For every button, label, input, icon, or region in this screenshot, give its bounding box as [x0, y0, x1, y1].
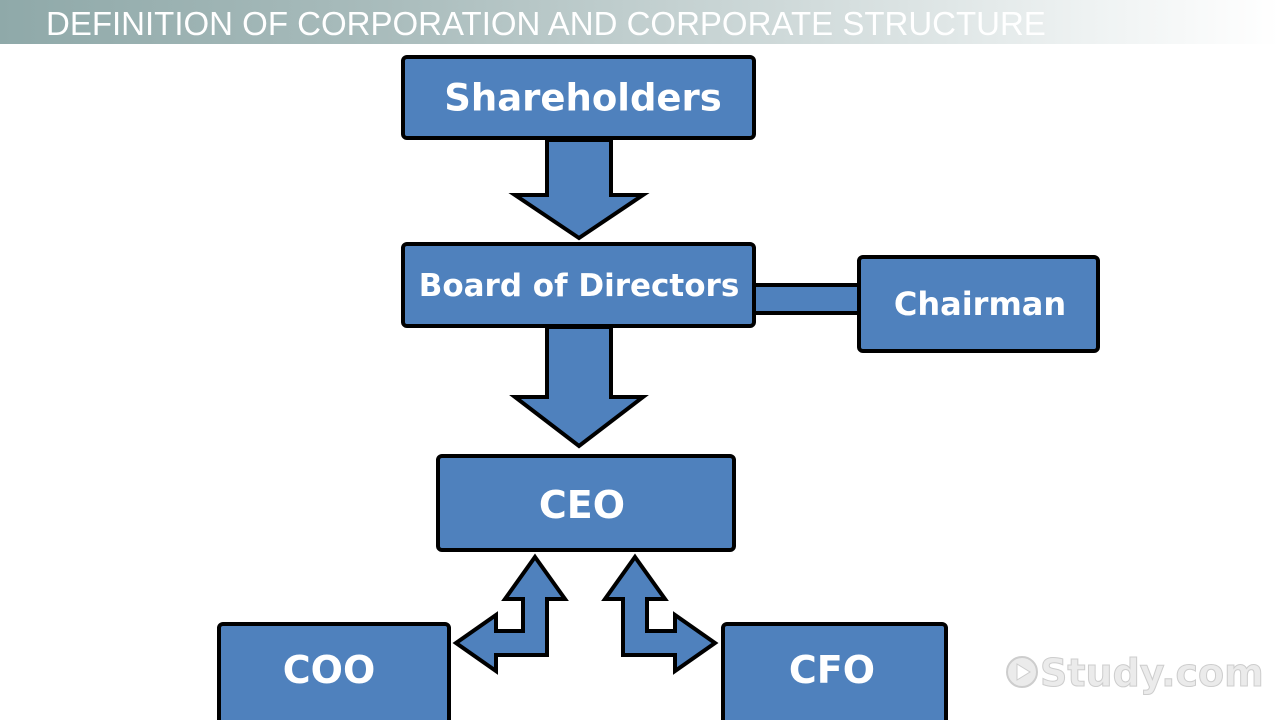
board-box	[401, 242, 756, 328]
play-icon	[1016, 663, 1031, 681]
arrow-ceo-coo	[452, 553, 569, 675]
board-label: Board of Directors	[419, 268, 740, 304]
coo-box	[217, 622, 451, 720]
shareholders-box	[401, 55, 756, 140]
arrow-board-to-ceo	[509, 325, 649, 449]
study-logo-text: Study.com	[1040, 651, 1264, 695]
cfo-label: CFO	[789, 648, 875, 692]
chairman-box	[857, 255, 1100, 353]
study-logo: Study.com	[1006, 651, 1264, 696]
shareholders-label: Shareholders	[444, 77, 722, 120]
title-bar: DEFINITION OF CORPORATION AND CORPORATE …	[0, 0, 1280, 44]
cfo-box	[721, 622, 948, 720]
ceo-label: CEO	[539, 483, 625, 527]
connector-board-chairman	[751, 283, 863, 315]
slide-title: DEFINITION OF CORPORATION AND CORPORATE …	[46, 5, 1046, 42]
coo-label: COO	[283, 648, 376, 692]
ceo-box	[436, 454, 736, 552]
arrow-ceo-cfo	[601, 553, 719, 675]
chairman-label: Chairman	[894, 285, 1066, 323]
arrow-shareholders-to-board	[508, 138, 650, 241]
